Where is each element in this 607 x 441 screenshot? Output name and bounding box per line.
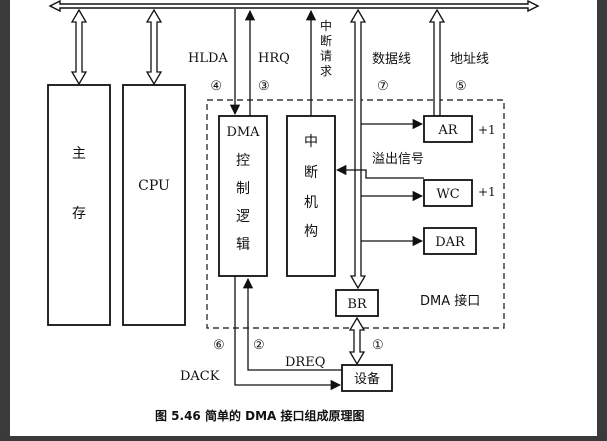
interrupt-label-1: 中 — [304, 134, 318, 150]
hlda-label: HLDA — [188, 51, 228, 66]
dack-line: DACK ⑥ — [180, 276, 342, 391]
dma-control-label-4: 逻 — [236, 209, 250, 225]
system-bus — [48, 0, 540, 13]
hrq-line: HRQ ③ — [244, 9, 290, 116]
main-memory-label-1: 主 — [72, 146, 86, 162]
dma-control-label-2: 控 — [236, 153, 250, 169]
interrupt-label-3: 机 — [304, 195, 318, 211]
dma-control-label-5: 辑 — [236, 237, 250, 253]
marker-7: ⑦ — [377, 79, 389, 94]
dma-control-label-1: DMA — [226, 125, 260, 140]
address-line-label: 地址线 — [450, 52, 489, 67]
dar-register: DAR — [423, 227, 477, 255]
interrupt-request-char-3: 请 — [320, 49, 332, 63]
dma-interface-diagram: 主 存 CPU DMA 接口 DMA 控 制 — [47, 0, 540, 423]
wc-register: WC +1 — [423, 179, 496, 207]
data-line-label: 数据线 — [372, 52, 411, 67]
diagram-canvas: 主 存 CPU DMA 接口 DMA 控 制 — [10, 0, 597, 436]
cpu-bus-connector — [145, 8, 163, 86]
interrupt-request-line: 中 断 请 求 — [305, 9, 332, 116]
main-memory-block: 主 存 — [47, 84, 111, 326]
overflow-signal-label: 溢出信号 — [372, 152, 424, 167]
interrupt-request-char-2: 断 — [320, 33, 332, 48]
marker-6: ⑥ — [213, 338, 225, 353]
main-memory-label-2: 存 — [72, 206, 86, 222]
cpu-label: CPU — [138, 178, 170, 194]
wc-increment-label: +1 — [478, 185, 496, 199]
interrupt-mechanism-block: 中 断 机 构 — [286, 115, 336, 277]
dma-control-label-3: 制 — [236, 181, 250, 197]
dack-label: DACK — [180, 369, 220, 384]
ar-label: AR — [437, 123, 458, 138]
marker-3: ③ — [258, 79, 270, 94]
marker-5: ⑤ — [455, 79, 467, 94]
br-device-connector — [348, 316, 366, 366]
wc-label: WC — [436, 187, 459, 202]
ar-register: AR +1 — [423, 115, 496, 143]
marker-4: ④ — [210, 79, 222, 94]
marker-1: ① — [372, 338, 384, 353]
data-line-connector — [349, 8, 367, 290]
hlda-line: HLDA ④ — [188, 9, 241, 116]
interrupt-request-char-1: 中 — [320, 18, 332, 33]
figure-caption: 图 5.46 简单的 DMA 接口组成原理图 — [155, 408, 365, 423]
memory-bus-connector — [70, 8, 88, 86]
interrupt-request-char-4: 求 — [320, 64, 332, 78]
dar-label: DAR — [435, 235, 466, 250]
ar-increment-label: +1 — [478, 123, 496, 137]
br-label: BR — [347, 297, 368, 312]
device-label: 设备 — [354, 371, 380, 387]
hrq-label: HRQ — [258, 51, 290, 66]
dreq-label: DREQ — [285, 355, 325, 370]
marker-2: ② — [253, 338, 265, 353]
dreq-line: DREQ ② — [242, 277, 342, 371]
br-register: BR — [335, 289, 379, 317]
interrupt-label-2: 断 — [304, 165, 318, 181]
device-block: 设备 — [341, 364, 393, 392]
interrupt-label-4: 构 — [304, 224, 318, 240]
overflow-signal-line — [335, 164, 424, 179]
cpu-block: CPU — [122, 84, 186, 326]
dma-interface-label: DMA 接口 — [420, 293, 480, 309]
dma-control-logic-block: DMA 控 制 逻 辑 — [218, 115, 268, 277]
